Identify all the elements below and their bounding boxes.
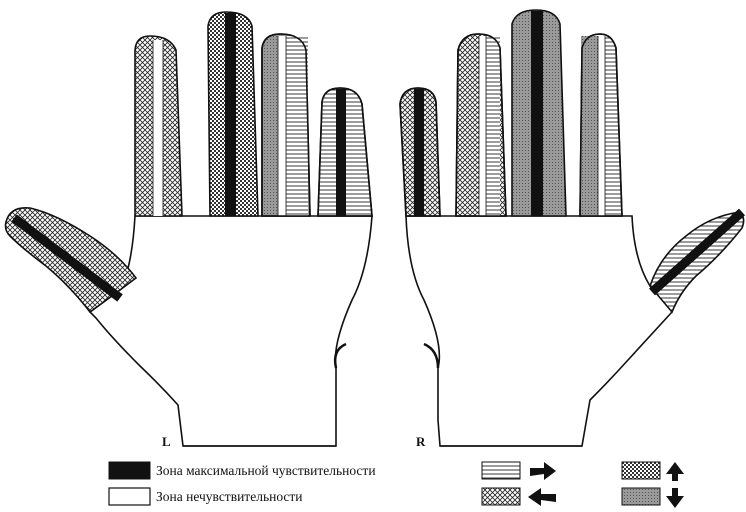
right-arrow-icon (530, 462, 556, 480)
right-palm (406, 216, 672, 446)
right-hand-label: R (416, 434, 426, 449)
down-arrow-icon (666, 488, 684, 508)
insensitivity-swatch (109, 488, 150, 505)
right-ring-finger (456, 34, 506, 216)
arrow-key-crosshatch (482, 488, 556, 506)
left-little-finger (318, 88, 372, 216)
max-sensitivity-swatch (109, 462, 150, 479)
right-middle-finger (512, 10, 566, 216)
right-hand: R (400, 10, 744, 449)
arrow-key-dots (622, 462, 684, 481)
left-palm (90, 216, 372, 446)
right-thumb (650, 212, 744, 312)
left-index-finger (135, 36, 182, 216)
right-little-finger (400, 88, 440, 216)
left-hand-label: L (162, 434, 171, 449)
left-thumb (6, 208, 137, 312)
left-middle-finger (208, 12, 258, 216)
legend: Зона максимальной чувствительности Зона … (109, 462, 684, 508)
up-arrow-icon (666, 462, 684, 481)
right-index-finger (580, 34, 622, 216)
max-sensitivity-label: Зона максимальной чувствительности (156, 463, 376, 478)
left-arrow-icon (528, 488, 556, 506)
insensitivity-label: Зона нечувствительности (156, 489, 303, 504)
left-ring-finger (262, 34, 310, 216)
left-hand: L (6, 12, 373, 449)
arrow-key-dense-grey (622, 488, 684, 508)
arrow-key-horizontal-lines (482, 462, 556, 480)
